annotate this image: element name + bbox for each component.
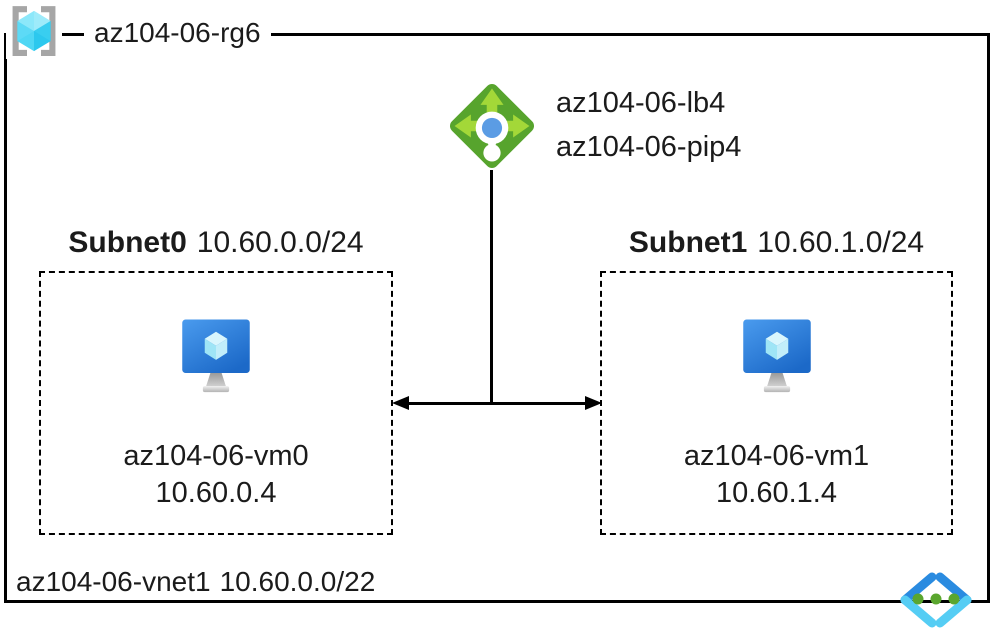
subnet0-header: Subnet0 10.60.0.0/24 [39,224,393,262]
vnet-cidr: 10.60.0.0/22 [219,566,376,597]
lb-connector-horizontal-line [404,402,590,405]
subnet0-boundary [39,271,393,535]
public-ip-label: az104-06-pip4 [556,131,742,163]
virtual-network-icon [894,570,978,632]
vnet-label: az104-06-vnet1 10.60.0.0/22 [16,564,375,600]
vm0-ip-label: 10.60.0.4 [155,477,277,509]
vm1-ip-label: 10.60.1.4 [716,477,837,509]
arrowhead-right-icon [585,396,602,410]
subnet1-name: Subnet1 [628,226,748,259]
virtual-machine-icon [732,312,822,402]
load-balancer-label: az104-06-lb4 [556,87,726,119]
arrowhead-left-icon [392,396,409,410]
vm1-name-label: az104-06-vm1 [683,440,870,472]
vnet-name: az104-06-vnet1 [16,566,211,597]
subnet0-cidr: 10.60.0.0/24 [196,226,364,259]
vm0-name-label: az104-06-vm0 [123,440,309,472]
subnet1-header: Subnet1 10.60.1.0/24 [600,224,953,262]
virtual-machine-icon [171,312,261,402]
resource-group-boundary [4,33,990,603]
lb-connector-vertical-line [490,170,493,404]
subnet1-boundary [600,271,953,535]
load-balancer-icon [444,78,540,174]
resource-group-label: az104-06-rg6 [84,13,271,53]
resource-group-icon [6,3,62,59]
subnet1-cidr: 10.60.1.0/24 [757,226,925,259]
subnet0-name: Subnet0 [68,226,187,259]
